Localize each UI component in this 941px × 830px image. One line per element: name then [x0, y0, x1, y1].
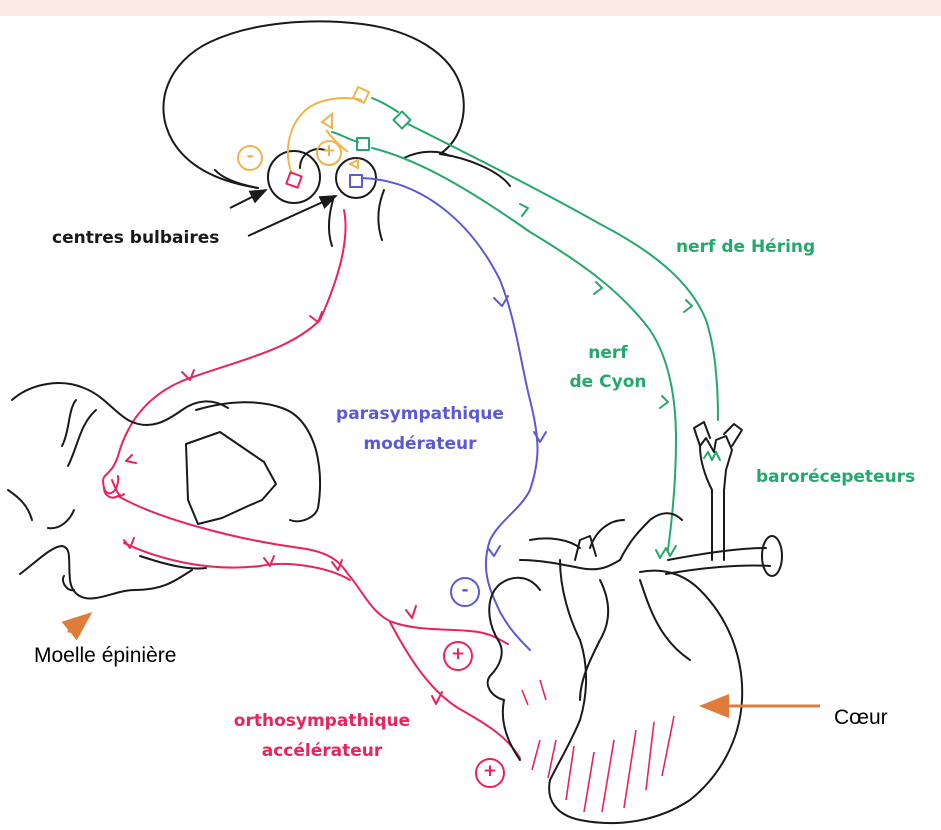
heart-muscle-hatching — [522, 680, 674, 812]
sign-circles — [238, 141, 504, 787]
green-square-node-1 — [394, 112, 411, 129]
label-centres-bulbaires: centres bulbaires — [52, 229, 219, 249]
label-parasympathique-line2: modérateur — [318, 435, 522, 455]
label-nerf-de-cyon-line2: de Cyon — [568, 373, 648, 393]
pink-square-node — [286, 172, 301, 187]
sensory-pathways — [332, 98, 720, 558]
label-nerf-de-hering: nerf de Héring — [676, 238, 815, 258]
label-orthosympathique-line1: orthosympathique — [198, 712, 446, 732]
label-nerf-de-cyon-line1: nerf — [568, 344, 648, 364]
orange-plus-sign: + — [319, 142, 339, 162]
blue-square-node — [350, 175, 362, 187]
orange-square-node — [353, 87, 369, 103]
pink-plus-sign-2: + — [480, 762, 500, 782]
centre-circle-left — [268, 151, 320, 203]
green-square-node-2 — [357, 138, 369, 150]
label-orthosympathique-line2: accélérateur — [198, 742, 446, 762]
pink-plus-sign-1: + — [448, 645, 468, 665]
label-baroreceptors: barorécepeteurs — [756, 468, 915, 488]
label-moelle-epiniere: Moelle épinière — [34, 644, 176, 668]
label-coeur: Cœur — [834, 706, 888, 730]
centres-pointers — [230, 190, 336, 236]
orange-minus-sign: - — [240, 147, 260, 167]
blue-minus-sign: - — [455, 581, 475, 601]
aorta-cut-end — [762, 536, 782, 576]
label-parasympathique-line1: parasympathique — [318, 405, 522, 425]
spinal-cord-outline — [8, 383, 320, 598]
